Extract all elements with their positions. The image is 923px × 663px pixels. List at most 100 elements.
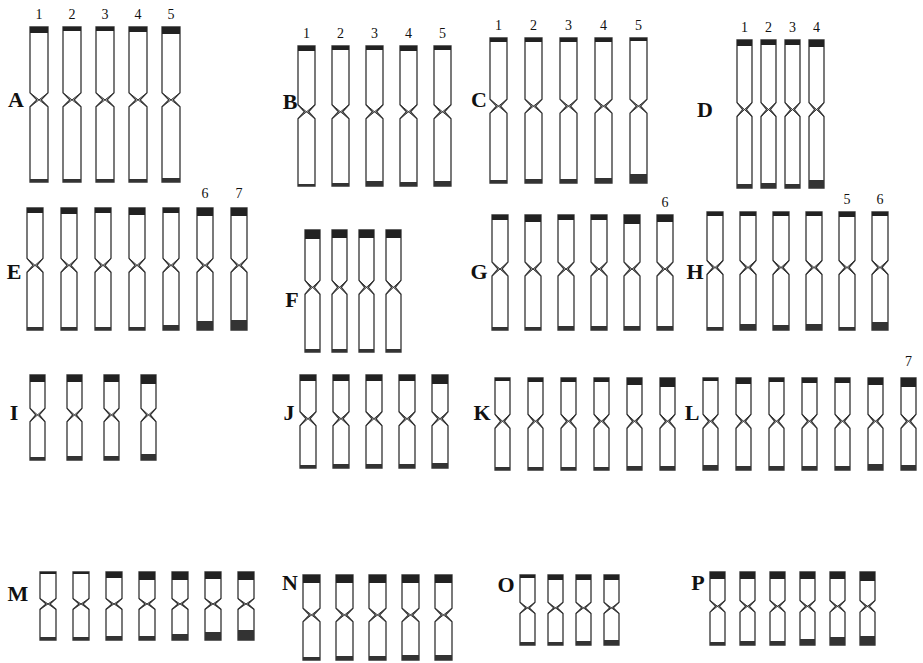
panel-letter: J [284,402,295,424]
chromosome [333,375,349,468]
chromosome [770,572,785,645]
chromosome-outline [104,375,119,460]
chromosome-outline [657,215,673,330]
centromere-cross [595,99,612,113]
chromosome-number: 1 [741,21,748,35]
chromosome-outline [366,375,382,468]
telomere-band [129,27,147,32]
centromere-cross [860,600,875,612]
centromere-cross [386,280,401,294]
telomere-band [769,466,784,470]
centromere-cross [495,414,510,428]
chromosome-number: 6 [877,193,884,207]
telomere-band [30,375,45,382]
chromosome-number: 5 [168,8,175,22]
chromosome [710,572,725,645]
telomere-band [369,575,386,583]
chromosome-number: 4 [135,8,142,22]
chromosome-outline [106,572,122,640]
chromosome [359,230,374,352]
chromosome [595,38,612,183]
telomere-band [710,642,725,645]
telomere-band [61,327,77,330]
chromosome [558,215,574,330]
chromosome [520,575,535,645]
centromere-cross [359,280,374,294]
telomere-band [740,572,755,579]
telomere-band [67,375,82,382]
chromosome [492,215,508,330]
centromere-cross [560,99,577,113]
telomere-band [73,637,89,640]
chromosome [400,46,417,186]
telomere-band [162,178,180,182]
chromosome [432,375,448,468]
telomere-band [386,230,401,238]
chromosome-outline [525,38,542,183]
chromosome-outline [520,575,535,645]
chromosome [73,572,89,640]
chromosome [104,375,119,460]
chromosome [172,572,188,640]
telomere-band [872,322,888,330]
telomere-band [141,375,156,384]
chromosome [298,46,315,186]
chromosome [402,575,419,660]
telomere-band [595,178,612,183]
centromere-cross [627,414,642,428]
chromosome-outline [366,46,383,186]
telomere-band [435,655,452,660]
chromosome [736,378,751,470]
chromosome-outline [604,575,619,645]
telomere-band [400,46,417,51]
chromosome-number: 2 [765,21,772,35]
telomere-band [162,27,180,34]
telomere-band [627,378,642,385]
chromosome-outline [630,38,647,183]
telomere-band [300,375,316,381]
telomere-band [591,215,607,220]
chromosome-outline [435,575,452,660]
centromere-cross [520,602,535,613]
chromosome [163,208,179,330]
telomere-band [27,327,43,330]
telomere-band [627,466,642,470]
chromosome-number: 5 [439,27,446,41]
chromosome-outline [872,212,888,330]
centromere-cross [525,99,542,113]
chromosome-outline [172,572,188,640]
chromosome [162,27,180,182]
telomere-band [809,180,824,188]
chromosome-outline [298,46,315,186]
chromosome-outline [300,375,316,468]
panel-letter: L [685,402,700,424]
chromosome [660,378,675,470]
chromosome-outline [369,575,386,660]
telomere-band [703,465,718,470]
telomere-band [139,636,155,640]
telomere-band [303,657,320,660]
centromere-cross [30,93,48,107]
chromosome-outline [761,40,776,188]
centromere-cross [434,105,451,119]
chromosome-outline [30,375,45,460]
chromosome-outline [336,575,353,660]
telomere-band [333,375,349,381]
centromere-cross [129,93,147,107]
telomere-band [740,641,755,645]
telomere-band [73,572,89,574]
telomere-band [560,38,577,42]
telomere-band [163,208,179,213]
centromere-cross [27,258,43,272]
chromosome-outline [129,27,147,182]
centromere-cross [660,414,675,428]
chromosome [800,572,815,645]
telomere-band [594,378,609,382]
telomere-band [548,575,563,580]
telomere-band [558,326,574,330]
centromere-cross [95,258,111,272]
telomere-band [490,180,507,183]
chromosome [67,375,82,460]
telomere-band [300,465,316,468]
centromere-cross [591,262,607,276]
